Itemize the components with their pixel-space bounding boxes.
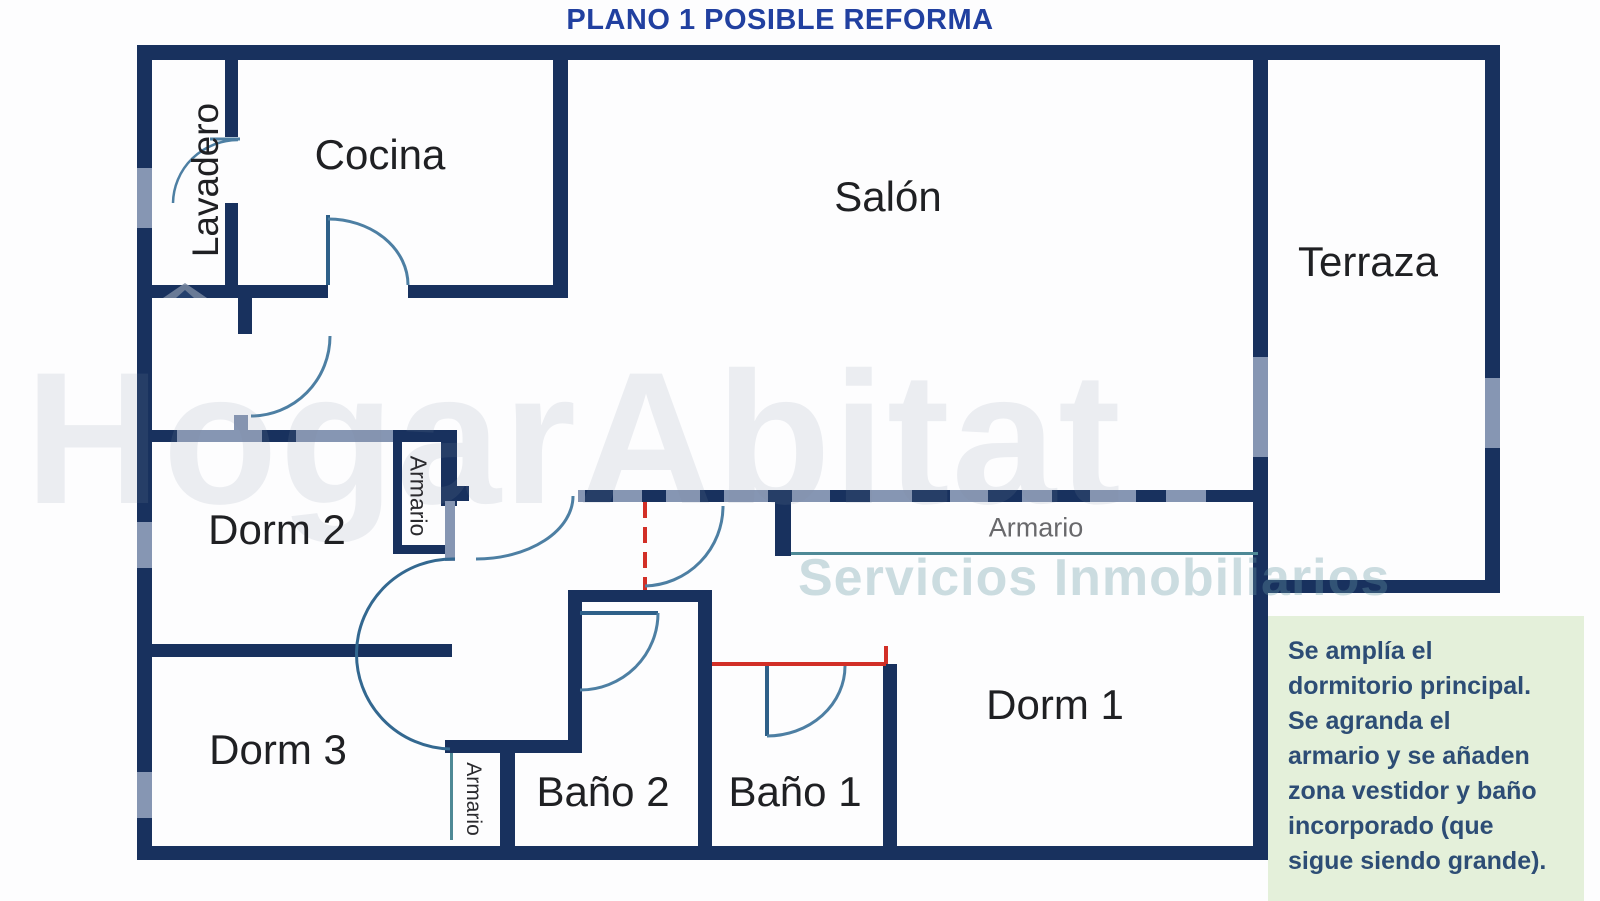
wall-dorm2-top-cap — [137, 430, 177, 442]
closet-dorm3-right — [500, 753, 515, 846]
dorm-walls — [137, 415, 582, 846]
door-arc-bano2 — [579, 612, 660, 692]
wall-bottom — [137, 846, 1269, 860]
room-label-bano2: Baño 2 — [536, 768, 670, 815]
wall-dorm1-left — [883, 664, 897, 846]
wall-dorm2-top-light — [139, 430, 457, 442]
closet-label-dorm2: Armario — [405, 455, 432, 537]
watermark-text: HogarAbitat — [25, 333, 1123, 543]
door-arc-cocina — [327, 217, 410, 286]
reform-note: Se amplía el dormitorio principal. Se ag… — [1268, 616, 1584, 901]
doors — [171, 137, 847, 751]
hallway-wall — [578, 490, 1258, 556]
closet-label-dorm3: Armario — [462, 762, 485, 836]
watermark-artifact — [163, 283, 207, 298]
window-segment — [1253, 357, 1268, 457]
bathroom-walls — [568, 590, 897, 846]
closet-dorm3-top — [445, 740, 582, 753]
wall-block-bottom-left — [137, 285, 328, 298]
reform-lines — [643, 502, 888, 666]
window-segment — [137, 772, 152, 818]
room-label-lavadero: Lavadero — [185, 102, 226, 258]
kitchen-walls — [137, 45, 568, 334]
armario-bottom-line — [791, 552, 1258, 555]
wall-cocina-right — [553, 45, 568, 298]
wall-lavadero-divider-upper — [225, 60, 238, 137]
window-segment — [137, 522, 152, 568]
plan-title: PLANO 1 POSIBLE REFORMA — [566, 4, 994, 36]
room-label-bano1: Baño 1 — [728, 768, 862, 815]
closet-dorm2-bottom — [393, 545, 445, 554]
door-arc-bano1 — [766, 665, 847, 738]
wall-armario-stub — [775, 490, 791, 556]
wall-dorm2-dorm3-divider — [137, 644, 452, 657]
wall-terraza-bottom — [1253, 580, 1500, 593]
room-label-cocina: Cocina — [314, 131, 446, 178]
closet-dorm2-stub — [452, 486, 469, 501]
note-line: dormitorio principal. — [1288, 672, 1532, 700]
wall-bano-divider — [698, 590, 712, 846]
wall-hall-stub — [238, 298, 252, 334]
door-arc-hall-upper — [250, 335, 332, 418]
closet-dorm2-left — [393, 442, 402, 552]
door-arc-hall-south — [475, 495, 575, 561]
door-landing-stub — [234, 415, 248, 431]
watermark-subtext: Servicios Inmobiliarios — [798, 549, 1391, 607]
note-line: sigue siendo grande). — [1288, 847, 1547, 875]
door-arc-lavadero — [171, 138, 239, 204]
room-label-terraza: Terraza — [1297, 238, 1439, 285]
window-segment — [1485, 378, 1500, 448]
closet-dorm3-left-line — [450, 753, 453, 840]
room-label-dorm1: Dorm 1 — [986, 681, 1124, 728]
window-segment — [137, 168, 152, 228]
room-label-dorm2: Dorm 2 — [208, 506, 346, 553]
wall-dorm2-top-dash — [262, 430, 296, 442]
door-arc-vestidor — [644, 505, 725, 588]
wall-terraza-right — [1485, 45, 1500, 593]
wall-block-bottom-right — [408, 285, 568, 298]
red-wall-bano1-top — [712, 646, 888, 666]
wall-bano2-top — [568, 590, 712, 602]
wall-top — [137, 45, 1500, 60]
door-arc-dorm3 — [354, 557, 456, 751]
note-line: incorporado (que — [1288, 812, 1494, 840]
note-line: Se agranda el — [1288, 707, 1451, 735]
closet-label-dorm1: Armario — [988, 512, 1084, 543]
note-line: armario y se añaden — [1288, 742, 1530, 770]
wall-lavadero-divider-lower — [225, 203, 238, 285]
outer-walls — [137, 45, 1500, 860]
room-label-dorm3: Dorm 3 — [209, 726, 347, 773]
note-line: Se amplía el — [1288, 637, 1433, 665]
note-line: zona vestidor y baño — [1288, 777, 1537, 805]
room-label-salon: Salón — [834, 173, 942, 220]
wall-bano2-left — [568, 602, 582, 741]
closet-dorm2-right-light — [445, 501, 455, 561]
